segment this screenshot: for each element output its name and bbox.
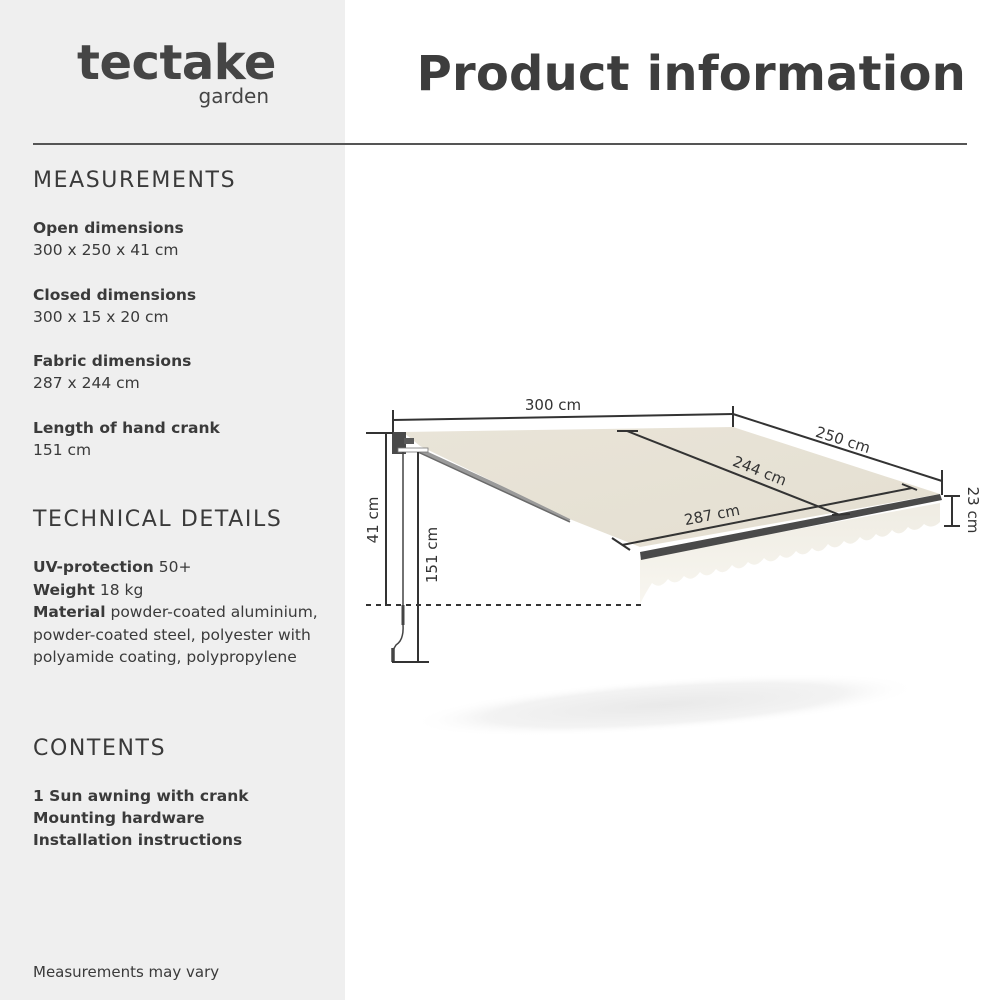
measurements-heading: MEASUREMENTS: [33, 168, 237, 193]
technical-heading: TECHNICAL DETAILS: [33, 507, 283, 532]
tech-material: Material powder-coated aluminium, powder…: [33, 601, 333, 669]
spec-crank-length: Length of hand crank 151 cm: [33, 417, 220, 461]
spec-fabric-dimensions: Fabric dimensions 287 x 244 cm: [33, 350, 191, 394]
spec-label: Length of hand crank: [33, 419, 220, 437]
tech-label: UV-protection: [33, 558, 154, 576]
contents-item: 1 Sun awning with crank: [33, 787, 249, 805]
spec-label: Fabric dimensions: [33, 352, 192, 370]
tech-label: Weight: [33, 580, 95, 599]
tech-uv: UV-protection 50+: [33, 556, 333, 579]
tech-value: 50+: [158, 558, 192, 576]
technical-details: UV-protection 50+ Weight 18 kg Material …: [33, 556, 333, 669]
contents-heading: CONTENTS: [33, 736, 167, 761]
brand-logo: tectake garden: [77, 36, 276, 108]
spec-value: 151 cm: [33, 441, 92, 459]
spec-value: 300 x 15 x 20 cm: [33, 308, 169, 326]
sidebar: [0, 0, 345, 1000]
spec-label: Open dimensions: [33, 219, 184, 237]
spec-closed-dimensions: Closed dimensions 300 x 15 x 20 cm: [33, 284, 196, 328]
header-divider: [33, 143, 967, 145]
spec-label: Closed dimensions: [33, 286, 197, 304]
contents-list: 1 Sun awning with crank Mounting hardwar…: [33, 785, 249, 851]
main-panel: [345, 0, 1000, 1000]
brand-name: tectake: [77, 35, 276, 91]
footnote: Measurements may vary: [33, 963, 220, 981]
contents-item: Installation instructions: [33, 831, 243, 849]
tech-label: Material: [33, 603, 106, 621]
tech-weight: Weight 18 kg: [33, 579, 333, 602]
contents-item: Mounting hardware: [33, 809, 205, 827]
spec-value: 287 x 244 cm: [33, 374, 140, 392]
tech-value: powder-coated aluminium, powder-coated s…: [33, 603, 318, 666]
tech-value: 18 kg: [99, 580, 144, 599]
spec-open-dimensions: Open dimensions 300 x 250 x 41 cm: [33, 217, 184, 261]
page-title: Product information: [416, 46, 966, 102]
brand-sub: garden: [198, 84, 270, 108]
spec-value: 300 x 250 x 41 cm: [33, 241, 179, 259]
